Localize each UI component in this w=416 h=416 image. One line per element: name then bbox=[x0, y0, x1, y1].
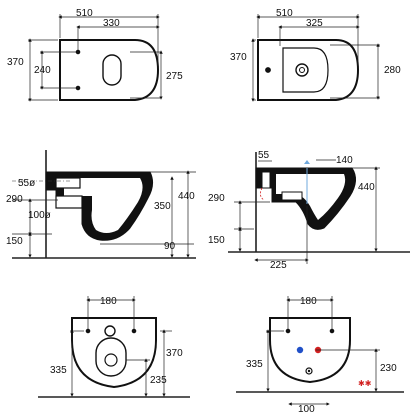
bidet-rear-dim-180: 180 bbox=[300, 296, 317, 307]
bidet-rear-fixing bbox=[329, 328, 335, 334]
wc-rear-height-335: 335 bbox=[50, 365, 67, 376]
wc-top-dim-330: 330 bbox=[103, 18, 120, 29]
bidet-side-height-440: 440 bbox=[358, 182, 375, 193]
wc-outlet-pipe bbox=[55, 195, 83, 209]
wc-side-floor-150: 150 bbox=[6, 236, 23, 247]
bidet-drain-inner bbox=[299, 67, 305, 73]
bidet-waste-pipe bbox=[281, 191, 303, 201]
wc-side-dim-90: 90 bbox=[164, 241, 176, 252]
bidet-top-dim-325: 325 bbox=[306, 18, 323, 29]
bidet-rear-height-230: 230 bbox=[380, 363, 397, 374]
wc-rear-inlet bbox=[104, 325, 116, 337]
wc-side-height-440: 440 bbox=[178, 191, 195, 202]
wc-fixing-hole bbox=[75, 49, 81, 55]
bidet-top-dim-280: 280 bbox=[384, 65, 401, 76]
wc-rear-fixing bbox=[131, 328, 137, 334]
bidet-top-depth-370: 370 bbox=[230, 52, 247, 63]
bidet-rear-height-335: 335 bbox=[246, 359, 263, 370]
wc-top-dim-275: 275 bbox=[166, 71, 183, 82]
bidet-side-view: 55 140 290 150 440 225 bbox=[208, 150, 410, 271]
bidet-supply-pipe bbox=[261, 171, 271, 189]
up-arrow-icon bbox=[304, 160, 310, 164]
wc-inlet-pipe bbox=[55, 177, 81, 189]
bidet-rear-dim-100: 100 bbox=[298, 404, 315, 415]
wc-side-height-350: 350 bbox=[154, 201, 171, 212]
wc-rear-fixing bbox=[85, 328, 91, 334]
bidet-top-width-510: 510 bbox=[276, 8, 293, 19]
hot-marker-symbols: ✱✱ bbox=[358, 379, 372, 388]
bidet-rear-outline bbox=[269, 317, 351, 384]
wc-rear-outlet-inner bbox=[104, 353, 118, 367]
bidet-tap-hole bbox=[265, 67, 271, 73]
bidet-rear-view: ✱✱ 180 335 230 100 bbox=[236, 296, 404, 415]
bidet-side-dim-55: 55 bbox=[258, 150, 270, 161]
cold-water-marker bbox=[296, 346, 304, 354]
wc-top-depth-370: 370 bbox=[7, 57, 24, 68]
bidet-side-dim-225: 225 bbox=[270, 260, 287, 271]
wc-rear-view: 180 335 370 235 bbox=[38, 296, 190, 398]
wc-top-view: 510 330 370 240 275 bbox=[7, 8, 183, 102]
supply-connection-dashed bbox=[260, 187, 265, 201]
wc-rear-height-235: 235 bbox=[150, 375, 167, 386]
wc-side-height-290: 290 bbox=[6, 194, 23, 205]
waste-center bbox=[307, 369, 311, 373]
wc-fixing-hole bbox=[75, 85, 81, 91]
bidet-rear-fixing bbox=[285, 328, 291, 334]
wc-side-view: 55ø 290 100ø 150 440 350 90 bbox=[6, 150, 196, 259]
bidet-side-floor-150: 150 bbox=[208, 235, 225, 246]
wc-side-inlet-55: 55ø bbox=[18, 178, 35, 189]
bidet-side-dim-140: 140 bbox=[336, 155, 353, 166]
wc-rear-height-370: 370 bbox=[166, 348, 183, 359]
wc-seat-opening bbox=[102, 54, 122, 86]
wc-rear-dim-180: 180 bbox=[100, 296, 117, 307]
wc-side-outlet-100: 100ø bbox=[28, 210, 51, 221]
bidet-top-view: 510 325 370 280 bbox=[230, 8, 401, 102]
wc-top-dim-240: 240 bbox=[34, 65, 51, 76]
bidet-side-height-290: 290 bbox=[208, 193, 225, 204]
wc-top-width-510: 510 bbox=[76, 8, 93, 19]
